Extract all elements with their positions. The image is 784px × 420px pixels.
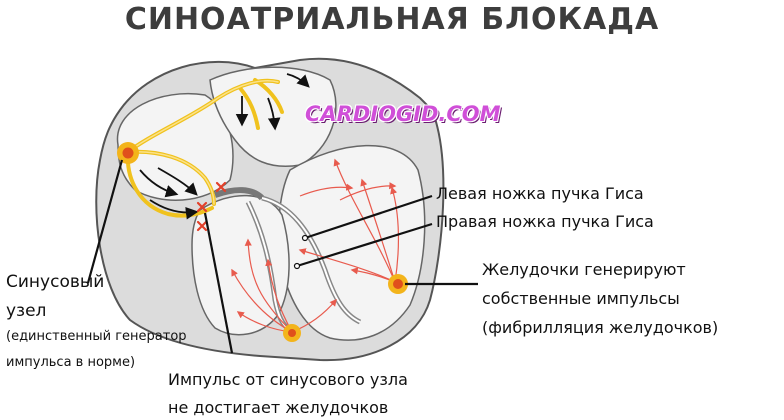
label-ventricles-line3: (фибрилляция желудочков): [482, 318, 719, 337]
bundle-inner-left: [261, 197, 361, 323]
atrial-impulse-arrows: [139, 73, 310, 220]
ventricular-focus-left: [388, 274, 408, 294]
left-ventricle: [277, 144, 426, 341]
label-sinus-node-line4: импульса в норме): [6, 355, 136, 370]
label-leader-lines: [86, 159, 478, 354]
diagram-title: СИНОАТРИАЛЬНАЯ БЛОКАДА: [124, 2, 660, 37]
label-ventricles-line2: собственные импульсы: [482, 289, 680, 308]
label-ventricles-line1: Желудочки генерируют: [482, 260, 686, 279]
label-impulse-line1: Импульс от синусового узла: [168, 370, 408, 389]
leader-endpoints: [293, 234, 309, 270]
his-bundle: [214, 187, 265, 201]
conduction-block-marks: [196, 181, 227, 232]
label-sinus-node-line2: узел: [6, 301, 47, 321]
watermark-text: CARDIOGID.COM: [305, 102, 501, 126]
label-impulse-line2: не достигает желудочков: [168, 398, 389, 417]
label-sinus-node-line1: Синусовый: [6, 272, 105, 292]
sinus-node: [117, 142, 139, 164]
label-left-bundle-branch: Левая ножка пучка Гиса: [436, 184, 644, 203]
atrial-pathways-inner: [127, 80, 279, 205]
ventricular-focus-right: [283, 324, 301, 342]
right-atrium: [116, 93, 234, 201]
label-right-bundle-branch: Правая ножка пучка Гиса: [436, 212, 654, 231]
label-sinus-node-line3: (единственный генератор: [6, 329, 187, 344]
